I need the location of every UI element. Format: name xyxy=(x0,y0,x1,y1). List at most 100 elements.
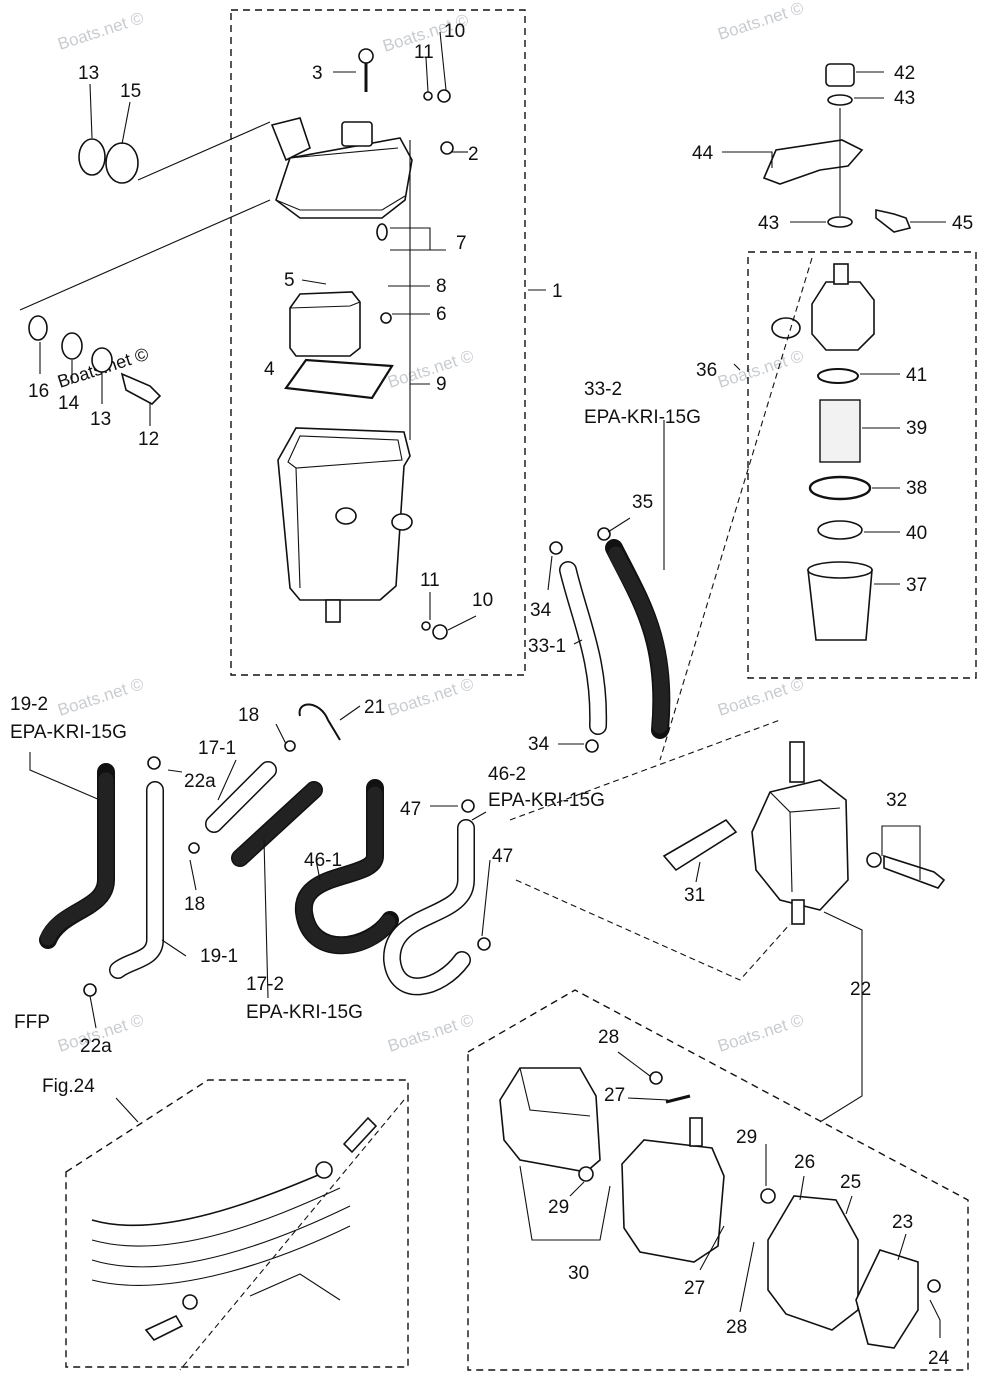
bolt-icon xyxy=(875,209,912,233)
part-labels: 3 11 10 2 7 5 8 6 4 9 1 11 10 13 15 16 1… xyxy=(10,21,973,1369)
label-33-2: 33-2 xyxy=(584,379,622,400)
filter-element xyxy=(819,399,861,463)
label-46-1: 46-1 xyxy=(304,850,342,871)
label-40: 40 xyxy=(906,523,927,544)
nut-icon xyxy=(825,63,855,87)
pump-cover xyxy=(499,1067,601,1173)
bolt-icon xyxy=(358,48,374,64)
label-46-2: 46-2 xyxy=(488,764,526,785)
bowl-drain-nipple xyxy=(325,599,341,623)
label-22a: 22a xyxy=(184,771,216,792)
screw-icon xyxy=(437,89,451,103)
label-18: 18 xyxy=(238,705,259,726)
label-13b: 13 xyxy=(90,409,111,430)
cover-mount-ear xyxy=(270,117,311,162)
label-15: 15 xyxy=(120,81,141,102)
watermark: Boats.net © xyxy=(715,674,806,720)
label-27: 27 xyxy=(604,1085,625,1106)
nut-icon xyxy=(578,1166,594,1182)
watermark: Boats.net © xyxy=(55,674,146,720)
nut-icon xyxy=(760,1188,776,1204)
label-9: 9 xyxy=(436,374,447,395)
pump-body xyxy=(621,1139,725,1263)
label-34: 34 xyxy=(530,600,552,621)
watermark: Boats.net © xyxy=(385,674,476,720)
fitting-icon xyxy=(342,1116,378,1154)
clip-icon xyxy=(585,739,599,753)
label-45: 45 xyxy=(952,213,973,234)
label-33-1: 33-1 xyxy=(528,636,566,657)
cover-fitting xyxy=(341,121,373,147)
label-34b: 34 xyxy=(528,734,550,755)
label-31: 31 xyxy=(684,885,705,906)
label-epa-33-2: EPA-KRI-15G xyxy=(584,407,701,428)
filter-bracket xyxy=(762,139,864,185)
pump-gasket-plate xyxy=(662,818,738,872)
filter-cup xyxy=(807,569,873,641)
clips xyxy=(83,527,611,997)
label-6: 6 xyxy=(436,304,447,325)
label-47b: 47 xyxy=(492,846,513,867)
clip-icon xyxy=(83,983,97,997)
label-13: 13 xyxy=(78,63,99,84)
label-10: 10 xyxy=(444,21,465,42)
check-valve-icon xyxy=(665,1094,691,1104)
nut-icon xyxy=(315,1161,333,1179)
mounting-hardware xyxy=(19,121,271,405)
screw-icon xyxy=(440,141,454,155)
label-36: 36 xyxy=(696,360,717,381)
label-14: 14 xyxy=(58,393,80,414)
label-5: 5 xyxy=(284,270,295,291)
filter-head-nipple xyxy=(833,263,849,285)
fuel-filter-group-box xyxy=(747,251,977,679)
washer-icon xyxy=(91,347,113,373)
fuel-filter-assembly xyxy=(762,63,912,641)
label-11b: 11 xyxy=(420,570,440,591)
o-ring-icon xyxy=(817,368,859,384)
label-32: 32 xyxy=(886,790,907,811)
filter-head xyxy=(811,281,875,351)
clip-icon xyxy=(597,527,611,541)
washer-icon xyxy=(827,94,853,106)
float xyxy=(289,291,361,357)
pin-icon xyxy=(376,223,388,241)
label-12: 12 xyxy=(138,429,159,450)
clip-icon xyxy=(284,740,296,752)
pump-fitting xyxy=(791,899,805,925)
label-16: 16 xyxy=(28,381,49,402)
clip-icon xyxy=(147,756,161,770)
label-2: 2 xyxy=(468,144,479,165)
label-44: 44 xyxy=(692,143,714,164)
grommet-icon xyxy=(78,138,106,176)
leader-lines xyxy=(29,31,946,1371)
label-25: 25 xyxy=(840,1172,861,1193)
label-47: 47 xyxy=(400,799,421,820)
label-19-1: 19-1 xyxy=(200,946,238,967)
o-ring-icon xyxy=(808,475,872,501)
label-epa-17-2: EPA-KRI-15G xyxy=(246,1002,363,1023)
label-38: 38 xyxy=(906,478,927,499)
grommet-icon xyxy=(61,332,83,360)
label-ffp: FFP xyxy=(14,1012,50,1033)
label-43b: 43 xyxy=(758,213,779,234)
fuel-pump-body xyxy=(751,779,849,911)
band-icon xyxy=(298,703,341,741)
label-11: 11 xyxy=(414,42,434,63)
label-39: 39 xyxy=(906,418,927,439)
screw-icon xyxy=(432,624,448,640)
fuel-pump-exploded xyxy=(499,1067,941,1349)
label-28: 28 xyxy=(598,1027,619,1048)
label-8: 8 xyxy=(436,276,447,297)
washer-icon xyxy=(866,852,882,868)
bolt-icon xyxy=(120,372,162,405)
gasket xyxy=(284,358,394,400)
screw-icon xyxy=(649,1071,663,1085)
fig24-group-box xyxy=(65,1079,409,1368)
label-35: 35 xyxy=(632,492,653,513)
clip-icon xyxy=(188,842,200,854)
label-22: 22 xyxy=(850,979,871,1000)
label-18b: 18 xyxy=(184,894,205,915)
label-43: 43 xyxy=(894,88,915,109)
fig24-inset xyxy=(91,1116,378,1342)
